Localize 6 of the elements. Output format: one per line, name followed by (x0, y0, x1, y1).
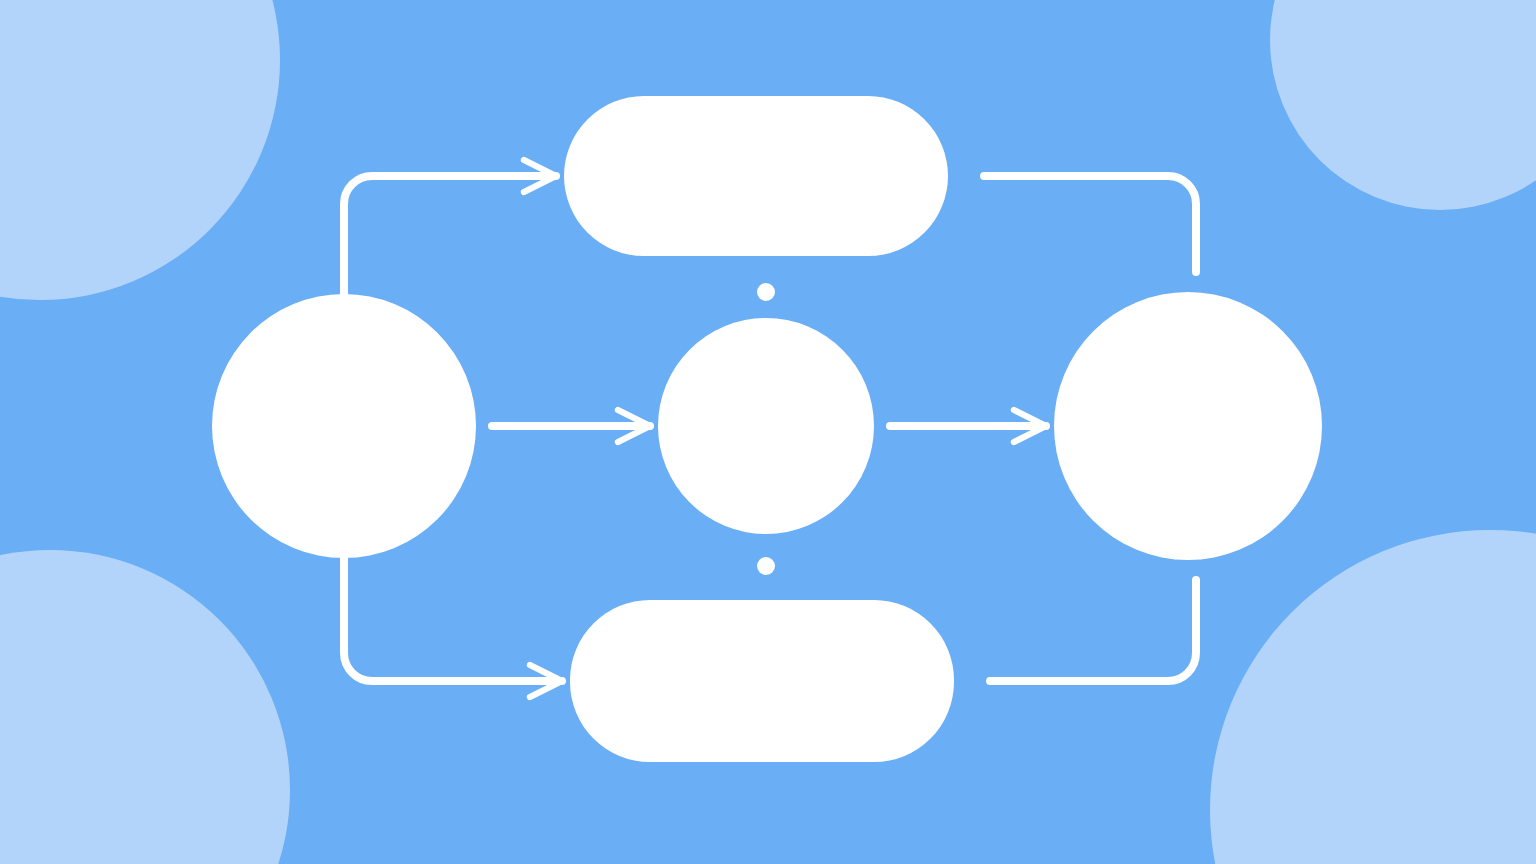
arrow (886, 406, 1050, 446)
arrow (340, 554, 566, 701)
connector-line (986, 576, 1200, 685)
connector-line (980, 172, 1200, 276)
arrow (340, 156, 560, 298)
arrow (488, 406, 654, 446)
